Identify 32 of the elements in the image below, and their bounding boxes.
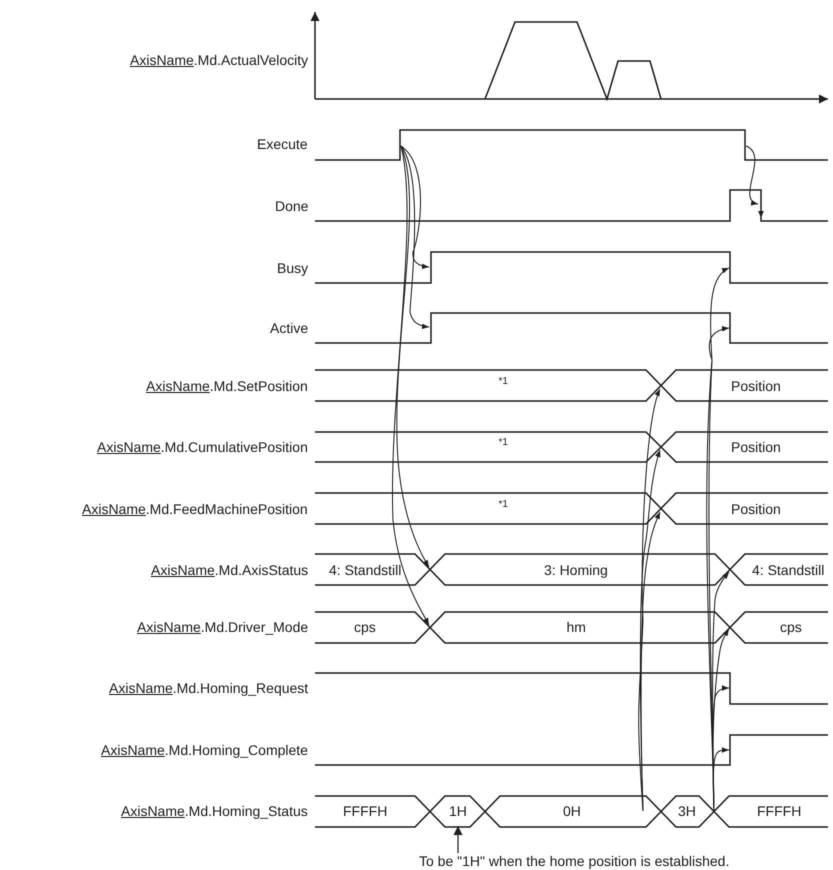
signal-value: *1 [498, 375, 508, 389]
leader-arrow [454, 826, 462, 853]
signal-value: 4: Standstill [329, 562, 402, 578]
signal-value: 4: Standstill [752, 562, 824, 578]
signal-value: Position [731, 378, 781, 394]
note-text: To be "1H" when the home position is established. [419, 853, 730, 869]
signal-value: Position [731, 439, 781, 455]
signal-name: AxisName.Md.Homing_Status [121, 803, 308, 819]
signal-value: 3H [678, 803, 696, 819]
signal-name: AxisName.Md.Driver_Mode [137, 619, 308, 635]
signal-name: AxisName.Md.Homing_Complete [101, 742, 308, 758]
signal-name: Execute [257, 136, 308, 152]
signal-name: Active [270, 320, 308, 336]
signal-name: AxisName.Md.FeedMachinePosition [82, 501, 308, 517]
signal-value: cps [354, 619, 376, 635]
signal-value: *1 [498, 436, 508, 450]
signal-value: cps [780, 619, 802, 635]
signal-value: 1H [449, 803, 467, 819]
signal-name: AxisName.Md.ActualVelocity [130, 52, 308, 68]
signal-value: Position [731, 501, 781, 517]
signal-name: AxisName.Md.SetPosition [146, 378, 308, 394]
signal-value: FFFFH [757, 803, 802, 819]
signal-value: 0H [563, 803, 581, 819]
signal-value: hm [566, 619, 586, 635]
signal-value: 3: Homing [544, 562, 608, 578]
signal-name: Done [275, 198, 308, 214]
signal-name: AxisName.Md.AxisStatus [151, 562, 308, 578]
signal-name: AxisName.Md.Homing_Request [109, 680, 308, 696]
signal-value: FFFFH [343, 803, 388, 819]
signal-value: *1 [498, 498, 508, 512]
signal-name: Busy [277, 260, 308, 276]
signal-name: AxisName.Md.CumulativePosition [97, 439, 308, 455]
